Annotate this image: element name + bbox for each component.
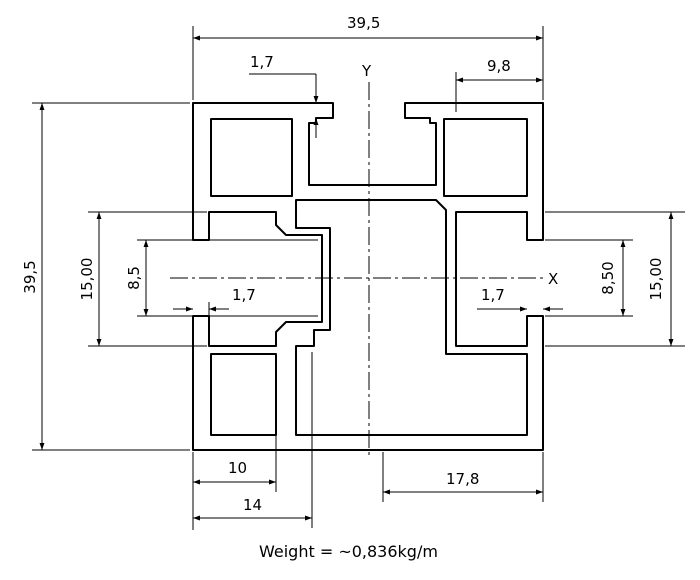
dim-text-slot-inner-left: 8,5 — [125, 266, 143, 290]
dim-text-bottom-right: 17,8 — [446, 470, 479, 488]
center-axes: Y X — [170, 62, 558, 455]
dim-wall-right: 1,7 — [477, 286, 563, 312]
weight-caption: Weight = ~0,836kg/m — [259, 542, 438, 561]
pocket-top-right — [443, 118, 528, 197]
dim-right-offset: 9,8 — [455, 57, 543, 112]
dim-wall-top: 1,7 — [249, 53, 319, 138]
dim-bottom-10: 10 — [192, 356, 277, 530]
dim-slot-height-left: 15,00 — [78, 211, 207, 347]
dim-text-overall-width: 39,5 — [347, 14, 380, 32]
dim-text-right-offset: 9,8 — [487, 57, 511, 75]
dim-overall-width: 39,5 — [192, 14, 544, 100]
pocket-bottom-left — [210, 353, 277, 436]
dim-slot-inner-left: 8,5 — [125, 239, 318, 317]
dim-text-wall-top: 1,7 — [250, 53, 274, 71]
dim-text-slot-height-right: 15,00 — [647, 258, 665, 301]
dim-text-wall-left: 1,7 — [232, 286, 256, 304]
dim-bottom-14: 14 — [193, 352, 313, 528]
outer-contour — [192, 102, 544, 451]
dim-text-slot-inner-right: 8,50 — [599, 261, 617, 294]
profile-outline — [192, 102, 544, 451]
x-axis-label: X — [548, 270, 558, 288]
dim-text-slot-height-left: 15,00 — [78, 258, 96, 301]
dim-wall-left: 1,7 — [173, 286, 256, 318]
dim-text-bottom-10: 10 — [228, 459, 247, 477]
dim-text-bottom-14: 14 — [243, 496, 262, 514]
pocket-top-left — [210, 118, 293, 197]
dim-text-wall-right: 1,7 — [481, 286, 505, 304]
central-channel — [295, 199, 528, 436]
dim-slot-height-right: 15,00 — [545, 211, 685, 347]
y-axis-label: Y — [361, 62, 372, 80]
dim-text-overall-height: 39,5 — [21, 260, 39, 293]
dim-slot-inner-right: 8,50 — [545, 239, 633, 317]
dim-bottom-right: 17,8 — [382, 452, 544, 502]
dim-overall-height: 39,5 — [21, 102, 190, 451]
